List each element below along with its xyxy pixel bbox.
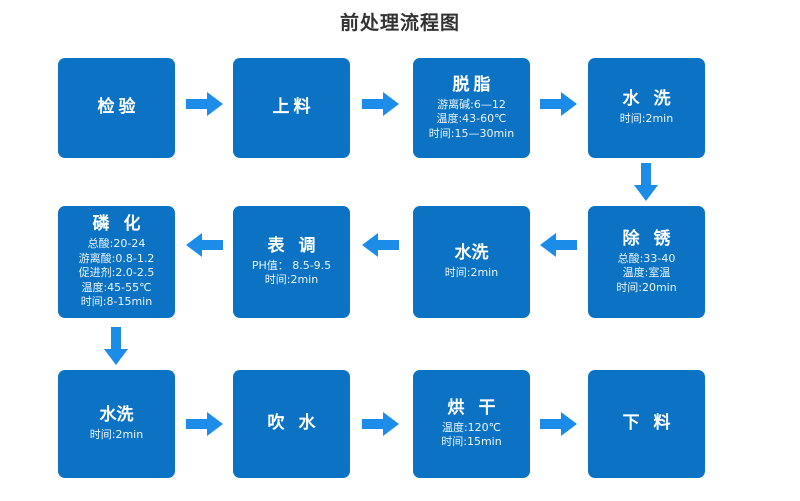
process-node-inspect[interactable]: 检验 xyxy=(58,58,175,158)
node-title: 磷 化 xyxy=(92,214,145,235)
node-title: 吹 水 xyxy=(267,412,320,433)
node-title: 烘 干 xyxy=(447,398,500,419)
node-title: 检验 xyxy=(97,96,140,117)
node-title: 水洗 xyxy=(454,243,489,264)
node-detail-line: 总酸:20-24 xyxy=(87,237,146,251)
connector-arrow-right xyxy=(540,412,577,436)
process-node-rinse-2[interactable]: 水洗 时间:2min xyxy=(413,206,530,318)
node-detail-lines: 时间:2min xyxy=(620,112,673,127)
node-detail-line: 促进剂:2.0-2.5 xyxy=(78,266,155,280)
connector-arrow-left xyxy=(186,233,223,257)
node-title: 上料 xyxy=(272,96,315,117)
node-detail-line: 游离酸:0.8-1.2 xyxy=(78,251,155,265)
connector-arrow-right xyxy=(362,412,399,436)
page-title: 前处理流程图 xyxy=(339,12,460,34)
node-title: 脱脂 xyxy=(452,74,495,95)
process-node-loading[interactable]: 上料 xyxy=(233,58,350,158)
connector-arrow-down xyxy=(104,327,128,365)
process-node-rinse-1[interactable]: 水 洗 时间:2min xyxy=(588,58,705,158)
node-detail-line: 时间:2min xyxy=(89,428,144,442)
connector-arrow-down xyxy=(634,163,658,201)
node-detail-lines: 时间:2min xyxy=(445,266,498,281)
node-detail-line: 时间:8-15min xyxy=(80,295,153,309)
node-detail-lines: 时间:2min xyxy=(90,428,143,443)
process-node-rinse-3[interactable]: 水洗 时间:2min xyxy=(58,370,175,478)
node-detail-line: 温度:45-55℃ xyxy=(81,280,152,294)
connector-arrow-left xyxy=(362,233,399,257)
node-detail-line: 时间:2min xyxy=(619,112,674,126)
node-detail-line: 时间:20min xyxy=(616,280,677,294)
connector-arrow-right xyxy=(362,92,399,116)
connector-arrow-right xyxy=(186,412,223,436)
node-detail-line: 总酸:33-40 xyxy=(617,251,676,265)
node-detail-line: 温度:室温 xyxy=(622,266,671,280)
node-detail-line: 温度:120℃ xyxy=(441,420,502,434)
node-detail-line: 时间:2min xyxy=(444,266,499,280)
connector-arrow-right xyxy=(186,92,223,116)
node-detail-line: 时间:2min xyxy=(264,273,319,287)
node-title: 除 锈 xyxy=(622,228,675,249)
connector-arrow-left xyxy=(540,233,577,257)
node-title: 下 料 xyxy=(622,412,675,433)
node-title: 水洗 xyxy=(99,405,134,426)
node-detail-line: 时间:15min xyxy=(441,435,502,449)
node-title: 水 洗 xyxy=(622,89,675,110)
node-detail-line: 时间:15—30min xyxy=(428,126,515,140)
process-node-unload[interactable]: 下 料 xyxy=(588,370,705,478)
node-detail-line: PH值： 8.5-9.5 xyxy=(251,258,332,272)
process-node-blow-dry[interactable]: 吹 水 xyxy=(233,370,350,478)
connector-arrow-right xyxy=(540,92,577,116)
node-detail-line: 温度:43-60℃ xyxy=(436,112,507,126)
node-title: 表 调 xyxy=(267,236,320,257)
node-detail-line: 游离碱:6—12 xyxy=(437,97,506,111)
